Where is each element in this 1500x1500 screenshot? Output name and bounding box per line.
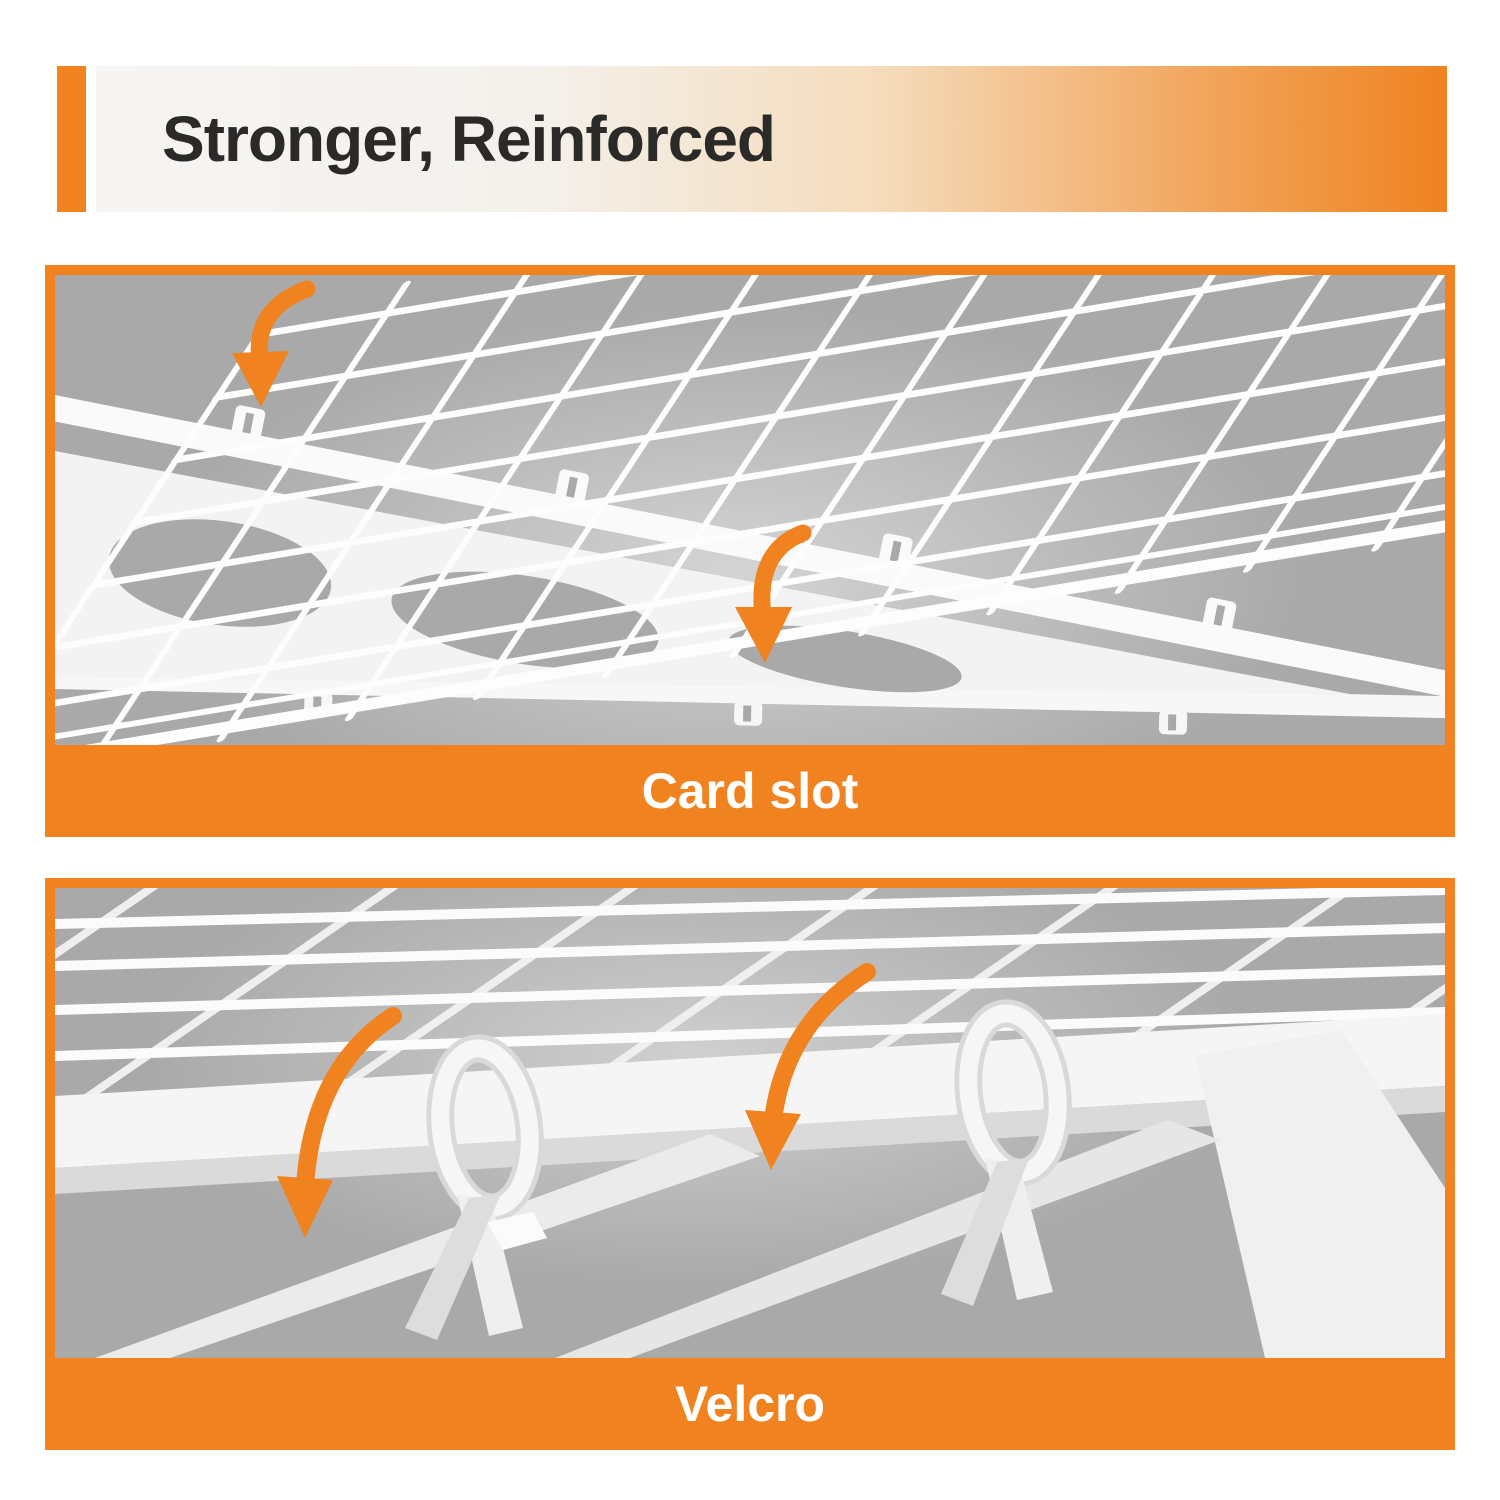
panel-caption-velcro: Velcro bbox=[674, 1376, 826, 1432]
curved-arrow-icon bbox=[745, 963, 876, 1170]
panel-caption-card-slot: Card slot bbox=[641, 763, 859, 819]
page-title: Stronger, Reinforced bbox=[162, 103, 776, 175]
velcro-illustration bbox=[55, 888, 1445, 1358]
curved-arrow-icon bbox=[735, 524, 812, 663]
fabric-band bbox=[1195, 1030, 1445, 1358]
diagonal-braces bbox=[95, 1120, 1220, 1358]
velcro-strap bbox=[405, 1034, 547, 1340]
wire-grid bbox=[55, 275, 1445, 745]
velcro-strap bbox=[941, 999, 1072, 1306]
curved-arrow-icon bbox=[232, 280, 316, 407]
truss-beam bbox=[55, 451, 1355, 695]
header-accent-bar bbox=[57, 66, 86, 212]
panel-card-slot: Card slot bbox=[45, 265, 1455, 837]
panel-velcro: Velcro bbox=[45, 878, 1455, 1450]
header-gradient-band: Stronger, Reinforced bbox=[96, 66, 1447, 212]
card-slot-illustration bbox=[55, 275, 1445, 745]
shelf-beam bbox=[55, 1014, 1445, 1194]
curved-arrow-icon bbox=[277, 1007, 402, 1238]
